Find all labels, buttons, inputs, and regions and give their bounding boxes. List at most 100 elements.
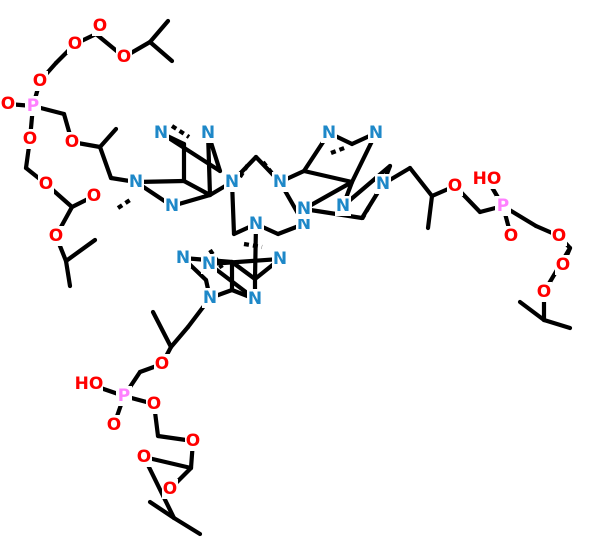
- atom-label-background: [555, 255, 571, 275]
- atom-label-background: [0, 94, 16, 114]
- atom-label-background: [67, 34, 83, 54]
- aromatic-bond-line: [330, 145, 348, 155]
- aromatic-bond-line: [238, 161, 251, 179]
- atom-label-background: [321, 123, 337, 143]
- bond-line: [147, 499, 177, 521]
- atom-label-background: [503, 226, 519, 246]
- atom-label-background: [153, 123, 169, 143]
- atom-label-n: N: [201, 123, 215, 143]
- atom-label-o: O: [23, 129, 37, 149]
- atom-label-n: N: [336, 196, 350, 216]
- atom-label-n: N: [225, 172, 239, 192]
- atom-label-background: [224, 172, 240, 192]
- atom-label-n: N: [273, 172, 287, 192]
- bond-line: [407, 165, 435, 199]
- bond-line: [63, 258, 73, 289]
- atom-label-o: O: [537, 282, 551, 302]
- aromatic-bond-line: [360, 203, 372, 221]
- atom-label-o: O: [186, 431, 200, 451]
- atom-label-n: N: [202, 254, 216, 274]
- atom-label-background: [106, 415, 122, 435]
- atom-label-background: [92, 16, 108, 36]
- atom-label-background: [296, 199, 312, 219]
- atom-label-o: O: [68, 34, 82, 54]
- atom-label-background: [272, 249, 288, 269]
- atom-label-o: O: [552, 226, 566, 246]
- atom-label-o: O: [107, 415, 121, 435]
- atom-label-ho: HO: [473, 169, 502, 189]
- bond-line: [425, 193, 435, 231]
- atom-label-background: [128, 172, 144, 192]
- atom-label-background: [164, 196, 180, 216]
- atom-label-background: [116, 386, 132, 406]
- atom-label-o: O: [49, 226, 63, 246]
- bond-line: [301, 206, 365, 221]
- atom-label-background: [201, 254, 217, 274]
- atom-label-p: P: [27, 96, 39, 116]
- bond-layer: [5, 18, 573, 537]
- bond-line: [301, 168, 355, 185]
- bond-line: [97, 126, 119, 150]
- bond-line: [97, 144, 114, 181]
- atom-label-background: [272, 172, 288, 192]
- atom-label-background: [25, 96, 41, 116]
- atom-label-background: [247, 289, 263, 309]
- aromatic-bond-line: [243, 241, 263, 250]
- atom-label-background: [375, 174, 391, 194]
- atom-label-background: [185, 431, 201, 451]
- atom-label-background: [447, 176, 463, 196]
- atom-label-o: O: [448, 176, 462, 196]
- atom-label-background: [368, 123, 384, 143]
- atom-label-o: O: [556, 255, 570, 275]
- atom-label-n: N: [154, 123, 168, 143]
- atom-label-n: N: [176, 248, 190, 268]
- bond-line: [229, 259, 258, 282]
- atom-label-background: [154, 354, 170, 374]
- bond-line: [205, 130, 213, 198]
- bond-line: [147, 18, 171, 45]
- bond-line: [181, 178, 213, 198]
- atom-label-background: [162, 479, 178, 499]
- bond-line: [541, 317, 573, 331]
- atom-label-background: [136, 447, 152, 467]
- bond-line: [171, 515, 203, 537]
- bond-line: [141, 454, 177, 521]
- atom-label-n: N: [297, 199, 311, 219]
- atom-label-o: O: [155, 354, 169, 374]
- atom-label-p: P: [118, 386, 130, 406]
- bond-line: [63, 237, 98, 264]
- bond-line: [517, 299, 547, 323]
- atom-label-background: [200, 123, 216, 143]
- atom-label-p: P: [497, 196, 509, 216]
- bond-line: [147, 39, 175, 64]
- bond-line: [150, 309, 174, 350]
- atom-label-o: O: [65, 132, 79, 152]
- atom-label-n: N: [376, 174, 390, 194]
- atom-label-ho: HO: [75, 374, 104, 394]
- atom-label-o: O: [504, 226, 518, 246]
- atom-label-n: N: [129, 172, 143, 192]
- atom-label-background: [22, 129, 38, 149]
- atom-label-background: [64, 132, 80, 152]
- atom-label-background: [48, 226, 64, 246]
- atom-label-background: [495, 196, 511, 216]
- atom-label-background: [38, 174, 54, 194]
- atom-label-background: [473, 169, 501, 189]
- atom-label-o: O: [137, 447, 151, 467]
- atom-label-background: [32, 71, 48, 91]
- atom-label-background: [116, 47, 132, 67]
- atom-label-n: N: [249, 214, 263, 234]
- atom-label-o: O: [163, 479, 177, 499]
- atom-label-o: O: [87, 186, 101, 206]
- atom-label-n: N: [322, 123, 336, 143]
- atom-label-background: [86, 186, 102, 206]
- atom-label-n: N: [273, 249, 287, 269]
- atom-label-background: [202, 288, 218, 308]
- atom-label-background: [335, 196, 351, 216]
- atom-label-o: O: [39, 174, 53, 194]
- atom-label-background: [536, 282, 552, 302]
- atom-label-background: [75, 374, 103, 394]
- atom-label-n: N: [165, 196, 179, 216]
- atom-label-o: O: [117, 47, 131, 67]
